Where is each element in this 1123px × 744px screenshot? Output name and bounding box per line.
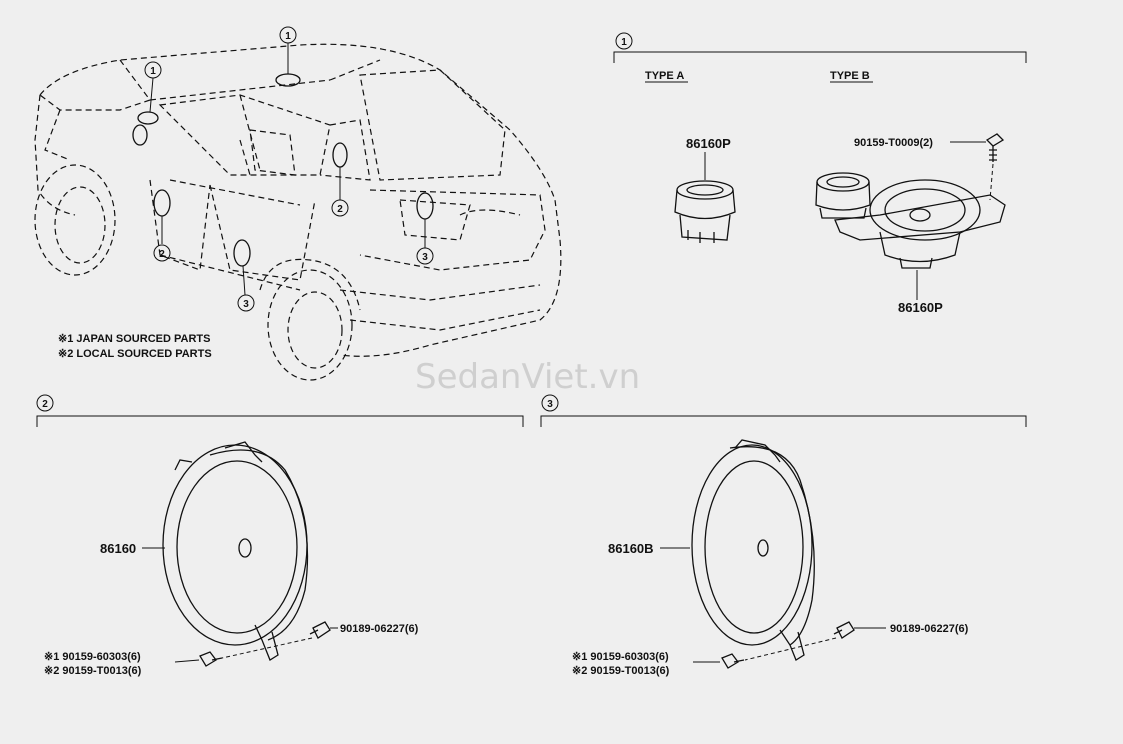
speaker-marker-rear-door bbox=[233, 239, 251, 267]
screw-icon bbox=[985, 133, 1005, 162]
svg-text:2: 2 bbox=[337, 204, 343, 215]
part-label-86160p-type-b: 86160P bbox=[898, 300, 943, 315]
section-2-callout: 2 bbox=[42, 399, 48, 410]
note-japan-sourced: ※1 JAPAN SOURCED PARTS bbox=[58, 333, 210, 345]
speaker-marker-front-door bbox=[153, 189, 171, 217]
speaker-marker-rear bbox=[416, 192, 434, 220]
svg-text:1: 1 bbox=[150, 66, 156, 77]
tweeter-type-a bbox=[674, 180, 736, 243]
svg-text:3: 3 bbox=[422, 252, 428, 263]
vehicle-illustration: 1 1 2 2 3 3 bbox=[34, 26, 562, 381]
section-3-rear-speaker: 3 86160B 90189-06227(6) ※1 90159-60303(6… bbox=[540, 394, 1027, 677]
section-2-door-speaker: 2 86160 90189-06227(6) ※1 90159-60303(6)… bbox=[36, 394, 524, 677]
bolt-icon bbox=[199, 651, 223, 667]
part-label-90159-t0013-s3: ※2 90159-T0013(6) bbox=[572, 665, 670, 677]
part-label-86160: 86160 bbox=[100, 541, 136, 556]
type-b-label: TYPE B bbox=[830, 70, 870, 82]
mirror-marker bbox=[132, 124, 148, 146]
clip-icon bbox=[309, 621, 331, 639]
tweeter-marker-front bbox=[137, 111, 159, 125]
note-local-sourced: ※2 LOCAL SOURCED PARTS bbox=[58, 348, 212, 360]
part-label-90159-60303-s2: ※1 90159-60303(6) bbox=[44, 651, 141, 663]
callout-3-rear-door: 3 bbox=[237, 294, 255, 312]
callout-3-rear: 3 bbox=[416, 247, 434, 265]
part-label-90159-t0013-s2: ※2 90159-T0013(6) bbox=[44, 665, 142, 677]
part-label-86160p-type-a: 86160P bbox=[686, 136, 731, 151]
section-3-bracket bbox=[540, 415, 1027, 427]
speaker-assembly-type-b bbox=[815, 172, 1006, 269]
part-label-90189-06227-s2: 90189-06227(6) bbox=[340, 623, 419, 635]
tweeter-marker-roof bbox=[275, 73, 301, 87]
section-2-bracket bbox=[36, 415, 524, 427]
part-label-90159-60303-s3: ※1 90159-60303(6) bbox=[572, 651, 669, 663]
speaker-marker-rear-pillar bbox=[332, 142, 348, 168]
bolt-icon-s3 bbox=[721, 653, 745, 669]
callout-2-pillar: 2 bbox=[331, 199, 349, 217]
speaker-86160 bbox=[162, 441, 309, 661]
callout-2-front-door: 2 bbox=[153, 244, 171, 262]
part-label-90159-t0009: 90159-T0009(2) bbox=[854, 137, 933, 149]
section-1-tweeters: 1 TYPE A TYPE B 86160P bbox=[613, 32, 1027, 315]
svg-text:2: 2 bbox=[159, 249, 165, 260]
clip-icon-s3 bbox=[833, 621, 855, 639]
section-3-callout: 3 bbox=[547, 399, 553, 410]
svg-text:3: 3 bbox=[243, 299, 249, 310]
section-1-bracket bbox=[613, 51, 1027, 63]
callout-1-roof: 1 bbox=[279, 26, 297, 44]
speaker-86160b bbox=[691, 439, 815, 661]
type-a-label: TYPE A bbox=[645, 70, 684, 82]
part-label-90189-06227-s3: 90189-06227(6) bbox=[890, 623, 969, 635]
section-1-callout: 1 bbox=[621, 37, 627, 48]
part-label-86160b: 86160B bbox=[608, 541, 654, 556]
watermark: SedanViet.vn bbox=[415, 357, 640, 397]
callout-1-mirror: 1 bbox=[144, 61, 162, 79]
svg-text:1: 1 bbox=[285, 31, 291, 42]
